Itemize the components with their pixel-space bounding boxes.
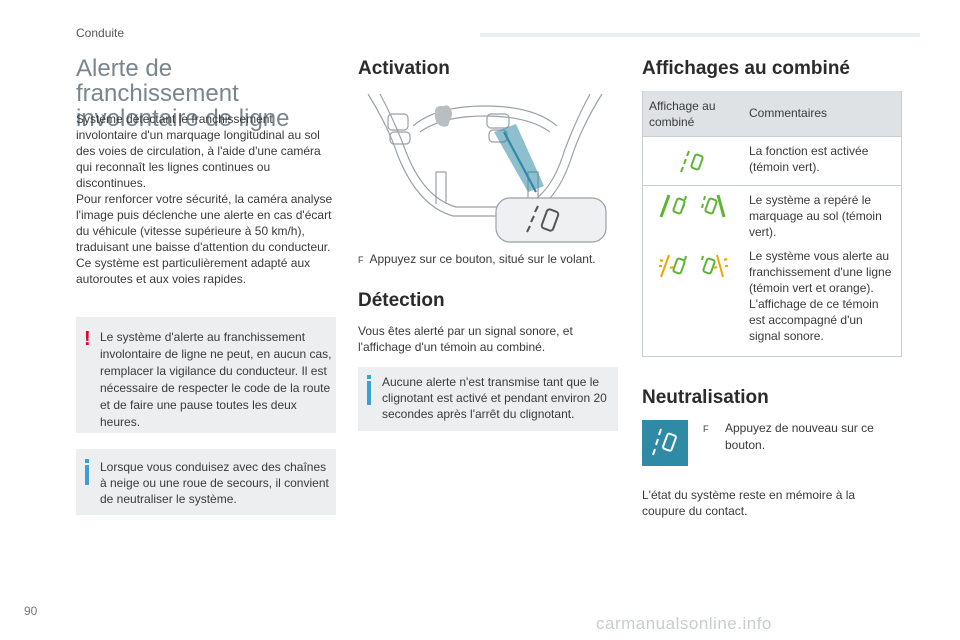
warning-note: ! Le système d'alerte au franchissement … [76,317,336,433]
lane-left-alert-icon [659,254,688,278]
table-header-display: Affichage au combiné [642,91,743,137]
table-row: Le système vous alerte au franchissement… [642,244,902,357]
section-tag: Conduite [76,26,125,40]
lane-assist-button-icon [526,205,560,233]
activation-heading: Activation [358,58,450,79]
intro-text: Système détectant le franchissement invo… [76,111,334,287]
detection-info-note: Aucune alerte n'est transmise tant que l… [358,367,618,431]
table-comment-line: L'affichage de ce témoin est accompagné … [749,297,879,343]
neutralisation-instruction: F Appuyez de nouveau sur ce bouton. [703,420,895,453]
page-title-line1: Alerte de franchissement [76,55,239,107]
table-icons-cell [642,136,743,186]
table-row: La fonction est activée (témoin vert). [642,136,902,186]
neutralisation-instruction-text: Appuyez de nouveau sur ce bouton. [725,421,874,452]
activation-instruction: F Appuyez sur ce bouton, situé sur le vol… [358,251,618,268]
intro-paragraph-3: Ce système est particulièrement adapté a… [76,256,311,286]
lane-right-alert-icon [700,254,728,278]
table-icons-cell [642,185,743,244]
warning-icon: ! [84,328,91,350]
table-comment: Le système a repéré le marquage au sol (… [743,185,902,244]
neutralisation-memory-text: L'état du système reste en mémoire à la … [642,488,856,518]
info-note-text: Lorsque vous conduisez avec des chaînes … [100,460,329,506]
detection-heading: Détection [358,290,445,311]
page-title-line2: involontaire de ligne [76,105,290,132]
steering-wheel-figure [358,86,618,246]
detection-text: Vous êtes alerté par un signal sonore, e… [358,324,573,354]
header-rule [480,33,920,37]
detection-note-text: Aucune alerte n'est transmise tant que l… [382,375,607,421]
affichages-heading: Affichages au combiné [642,58,850,79]
lane-assist-button-icon [642,420,688,466]
bullet-glyph: F [358,255,364,265]
intro-paragraph-1: Système détectant le franchissement invo… [76,112,321,190]
lane-left-green-icon [659,194,688,218]
page-number: 90 [24,604,38,618]
page-title: Alerte de franchissement involontaire de… [76,56,338,131]
table-row: Le système a repéré le marquage au sol (… [642,185,902,244]
table-comment-line: Le système vous alerte au franchissement… [749,249,892,295]
table-header-row: Affichage au combiné Commentaires [642,91,902,137]
info-icon [85,459,89,485]
lane-car-green-icon [680,150,704,173]
table-icons-cell [642,244,743,357]
bullet-glyph: F [703,424,709,434]
table-header-comments: Commentaires [743,91,902,137]
display-table: Affichage au combiné Commentaires La fon… [642,91,902,357]
info-note: Lorsque vous conduisez avec des chaînes … [76,449,336,515]
activation-instruction-text: Appuyez sur ce bouton, situé sur le vola… [369,252,596,266]
table-comment: La fonction est activée (témoin vert). [743,136,902,186]
peugeot-logo [434,105,452,127]
table-comment: Le système vous alerte au franchissement… [743,244,902,357]
lane-right-green-icon [700,194,726,218]
warning-note-text: Le système d'alerte au franchissement in… [100,330,332,429]
intro-paragraph-2: Pour renforcer votre sécurité, la caméra… [76,192,333,254]
watermark: carmanualsonline.info [596,614,772,633]
info-icon [367,375,371,405]
neutralisation-heading: Neutralisation [642,387,769,408]
